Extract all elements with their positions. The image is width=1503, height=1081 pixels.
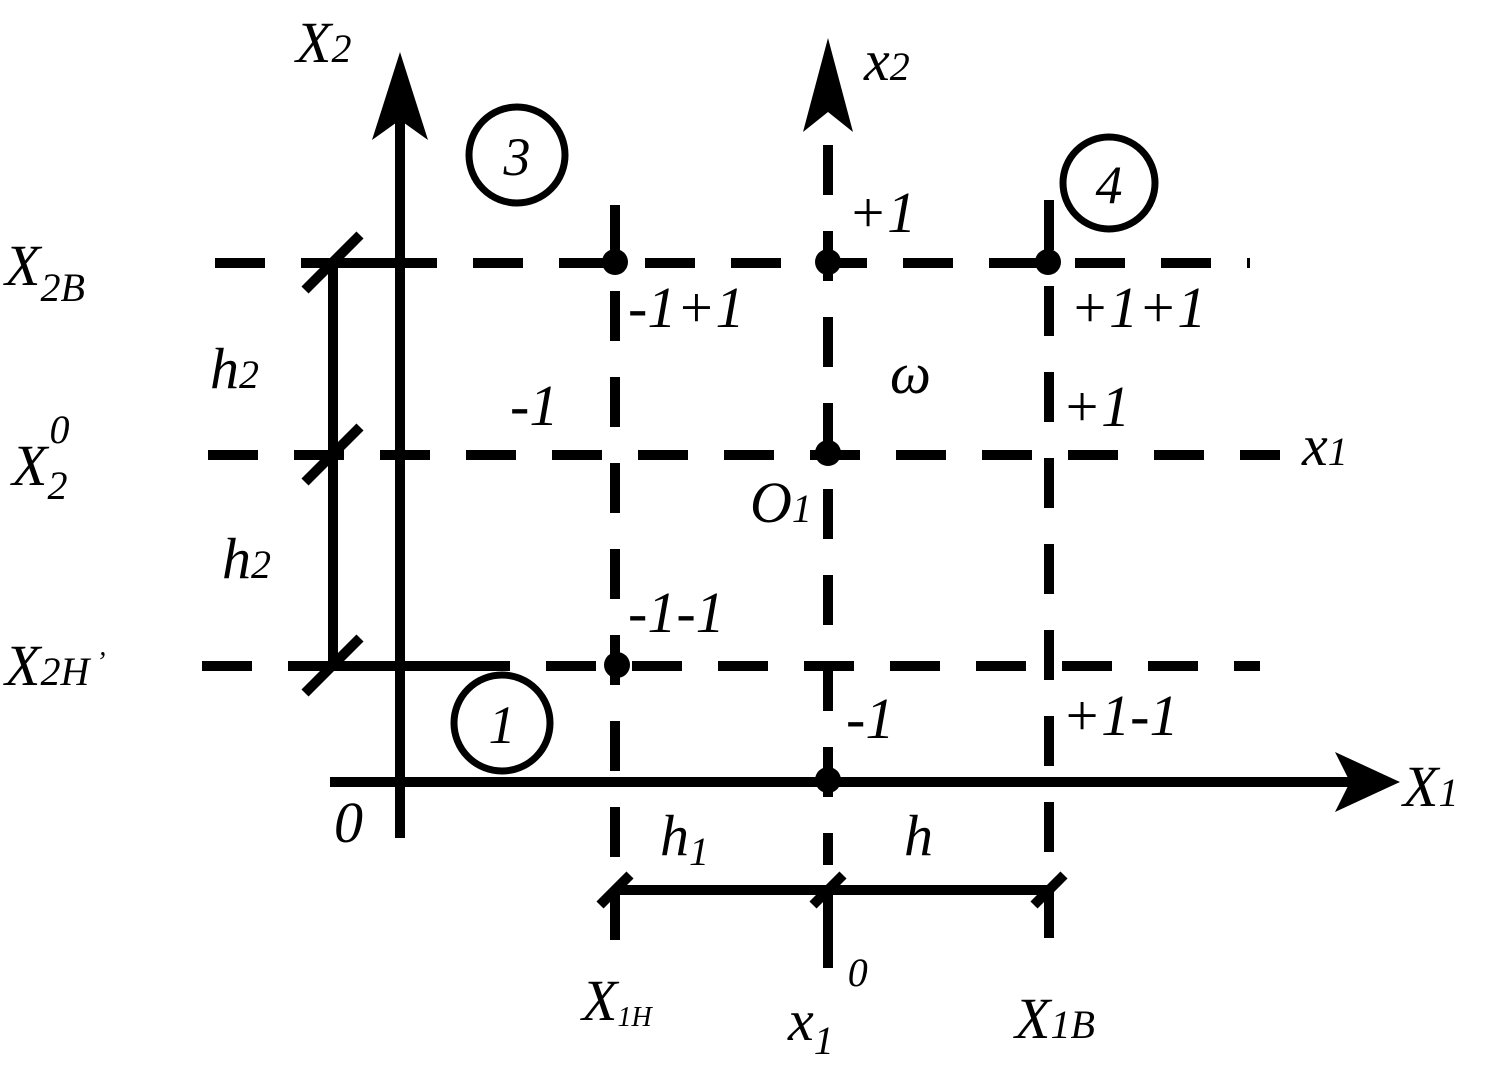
code-right-plus1: +1 — [1062, 374, 1130, 439]
label-x2: x2 — [863, 28, 910, 93]
label-omega: ω — [890, 341, 931, 406]
label-X2H: X2H, — [3, 631, 106, 698]
dimension-tick-bottom — [301, 634, 364, 697]
label-O1: O1 — [750, 470, 812, 535]
code-left-minus1: -1 — [510, 373, 558, 438]
code-corner-pp: +1+1 — [1070, 275, 1206, 340]
label-x1: x1 — [1301, 413, 1348, 478]
label-X2: X2 — [294, 10, 351, 75]
label-X1H: X1H — [580, 968, 653, 1033]
circle-label-4: 4 — [1096, 155, 1123, 215]
label-X2B: X2B — [3, 233, 85, 310]
dimension-tick-left — [596, 871, 634, 909]
point-pp — [1035, 249, 1061, 275]
label-h: h — [904, 803, 933, 868]
circle-label-3: 3 — [503, 127, 531, 187]
circle-label-1: 1 — [489, 695, 516, 755]
point-bottom-center — [815, 767, 841, 793]
code-bottom-minus1: -1 — [846, 686, 894, 751]
label-h2-upper: h2 — [210, 336, 259, 401]
label-origin: 0 — [334, 790, 363, 855]
point-top-center — [815, 249, 841, 275]
dimension-tick-right — [1030, 871, 1068, 909]
circle-marker-4 — [1059, 133, 1159, 233]
code-corner-mp: -1+1 — [628, 275, 744, 340]
label-h1: h1 — [660, 803, 709, 874]
label-x10: x10 — [787, 950, 868, 1063]
circle-marker-3 — [465, 103, 569, 207]
dimension-tick-middle — [301, 423, 364, 486]
label-X20: X20 — [10, 407, 69, 508]
circle-marker-1 — [450, 671, 554, 775]
dimension-tick-top — [301, 231, 364, 294]
point-mm — [604, 652, 630, 678]
point-center-O1 — [815, 440, 841, 466]
label-h2-lower: h2 — [222, 526, 271, 591]
dimension-tick-center — [809, 871, 847, 909]
code-top-plus1: +1 — [848, 180, 916, 245]
arrow-X1-head — [1335, 752, 1400, 812]
code-corner-pm: +1-1 — [1062, 683, 1178, 748]
arrow-X2-head — [372, 52, 428, 140]
arrow-x2-head — [803, 38, 853, 132]
label-X1B: X1B — [1013, 986, 1095, 1051]
label-X1: X1 — [1401, 754, 1458, 819]
code-corner-mm: -1-1 — [628, 580, 725, 645]
point-mp — [602, 249, 628, 275]
